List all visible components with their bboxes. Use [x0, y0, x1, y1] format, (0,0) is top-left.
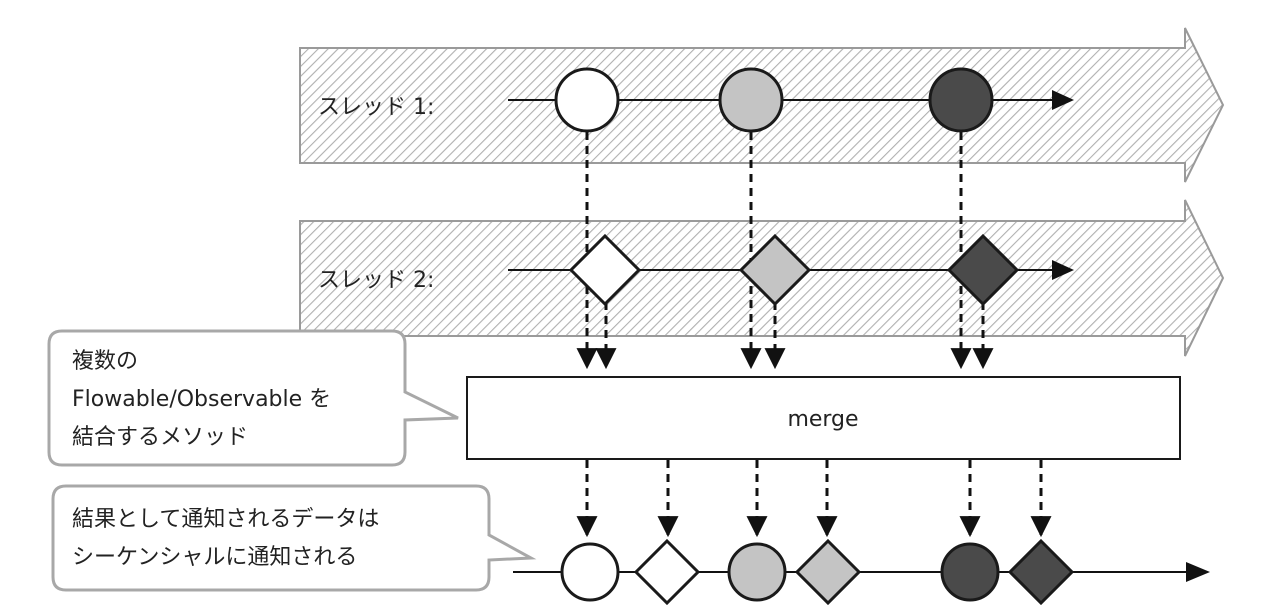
- output-white-circle: [560, 542, 620, 602]
- thread-2-marbles: [568, 233, 1020, 307]
- thread-1-white-circle: [554, 67, 620, 133]
- merge-label: merge: [787, 407, 858, 432]
- thread-2-white-diamond: [568, 233, 642, 307]
- thread-2-dark-diamond: [946, 233, 1020, 307]
- callout-1-line-2: Flowable/Observable を: [72, 387, 331, 412]
- output-gray-diamond: [794, 538, 862, 605]
- output-white-diamond: [633, 538, 701, 605]
- dashed-connectors: [576, 132, 1052, 538]
- output-arrowhead: [1186, 562, 1210, 582]
- callout-1-line-3: 結合するメソッド: [72, 425, 248, 450]
- callout-1-line-1: 複数の: [72, 349, 138, 374]
- thread-1-gray-circle: [718, 67, 784, 133]
- thread-1-dark-circle: [928, 67, 994, 133]
- thread-2-arrowhead: [1052, 260, 1074, 280]
- output-marbles: [560, 538, 1075, 605]
- thread-1-marbles: [554, 67, 994, 133]
- callout-2-bubble: [51, 484, 537, 592]
- thread-2-gray-diamond: [738, 233, 812, 307]
- callout-1-bubble: [47, 329, 459, 467]
- callout-2-line-2: シーケンシャルに通知される: [72, 545, 357, 570]
- output-gray-circle: [727, 542, 787, 602]
- output-dark-diamond: [1007, 538, 1075, 605]
- timeline-arrowheads: [1052, 90, 1210, 582]
- thread-1-label: スレッド 1:: [318, 95, 434, 120]
- thread-1-arrowhead: [1052, 90, 1074, 110]
- output-dark-circle: [940, 542, 1000, 602]
- thread-2-label: スレッド 2:: [318, 268, 434, 293]
- callout-2-line-1: 結果として通知されるデータは: [72, 507, 379, 532]
- merge-operator-box: [466, 376, 1181, 460]
